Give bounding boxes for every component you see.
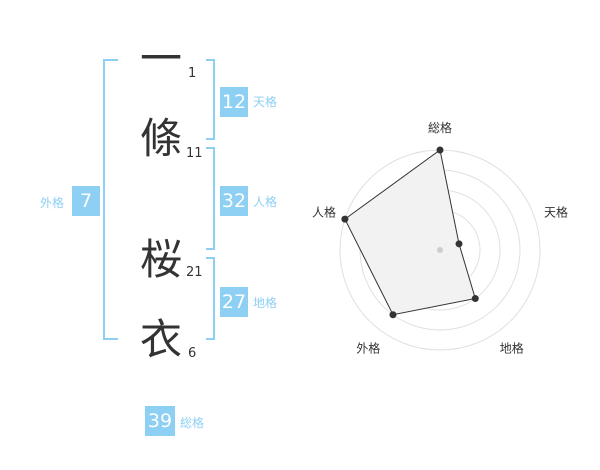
stroke-count-3: 21 xyxy=(186,265,203,280)
gaikaku-label: 外格 xyxy=(40,196,65,210)
radar-point xyxy=(341,215,349,223)
radar-point xyxy=(436,146,444,154)
radar-axis-label: 総格 xyxy=(428,120,452,135)
kanji-4: 衣 xyxy=(140,315,183,364)
gaikaku-value: 7 xyxy=(72,186,100,216)
radar-point xyxy=(471,295,479,303)
radar-axis-label: 天格 xyxy=(544,204,568,219)
radar-axis-label: 外格 xyxy=(356,341,380,356)
stroke-count-2: 11 xyxy=(186,146,203,161)
chikaku-bracket xyxy=(206,257,215,340)
soukaku-label: 総格 xyxy=(180,416,205,430)
chikaku-label: 地格 xyxy=(253,296,278,310)
chikaku-value: 27 xyxy=(220,287,248,317)
radar-points xyxy=(341,146,479,319)
tenkaku-value: 12 xyxy=(220,87,248,117)
stroke-count-4: 6 xyxy=(188,346,197,361)
jinkaku-bracket xyxy=(206,147,215,250)
radar-axis-label: 人格 xyxy=(312,204,336,219)
kanji-1: 一 xyxy=(140,34,183,83)
tenkaku-bracket xyxy=(206,59,215,140)
radar-point xyxy=(455,240,463,248)
radar-polygon xyxy=(344,149,476,316)
soukaku-value: 39 xyxy=(145,406,175,436)
kanji-2: 條 xyxy=(140,114,183,163)
kanji-3: 桜 xyxy=(140,235,183,284)
radar-center-dot xyxy=(437,247,443,253)
radar-axis-label: 地格 xyxy=(500,341,524,356)
gaikaku-bracket xyxy=(103,59,118,340)
jinkaku-label: 人格 xyxy=(253,195,278,209)
stroke-count-1: 1 xyxy=(188,66,197,81)
jinkaku-value: 32 xyxy=(220,186,248,216)
tenkaku-label: 天格 xyxy=(253,95,278,109)
radar-point xyxy=(389,311,397,319)
